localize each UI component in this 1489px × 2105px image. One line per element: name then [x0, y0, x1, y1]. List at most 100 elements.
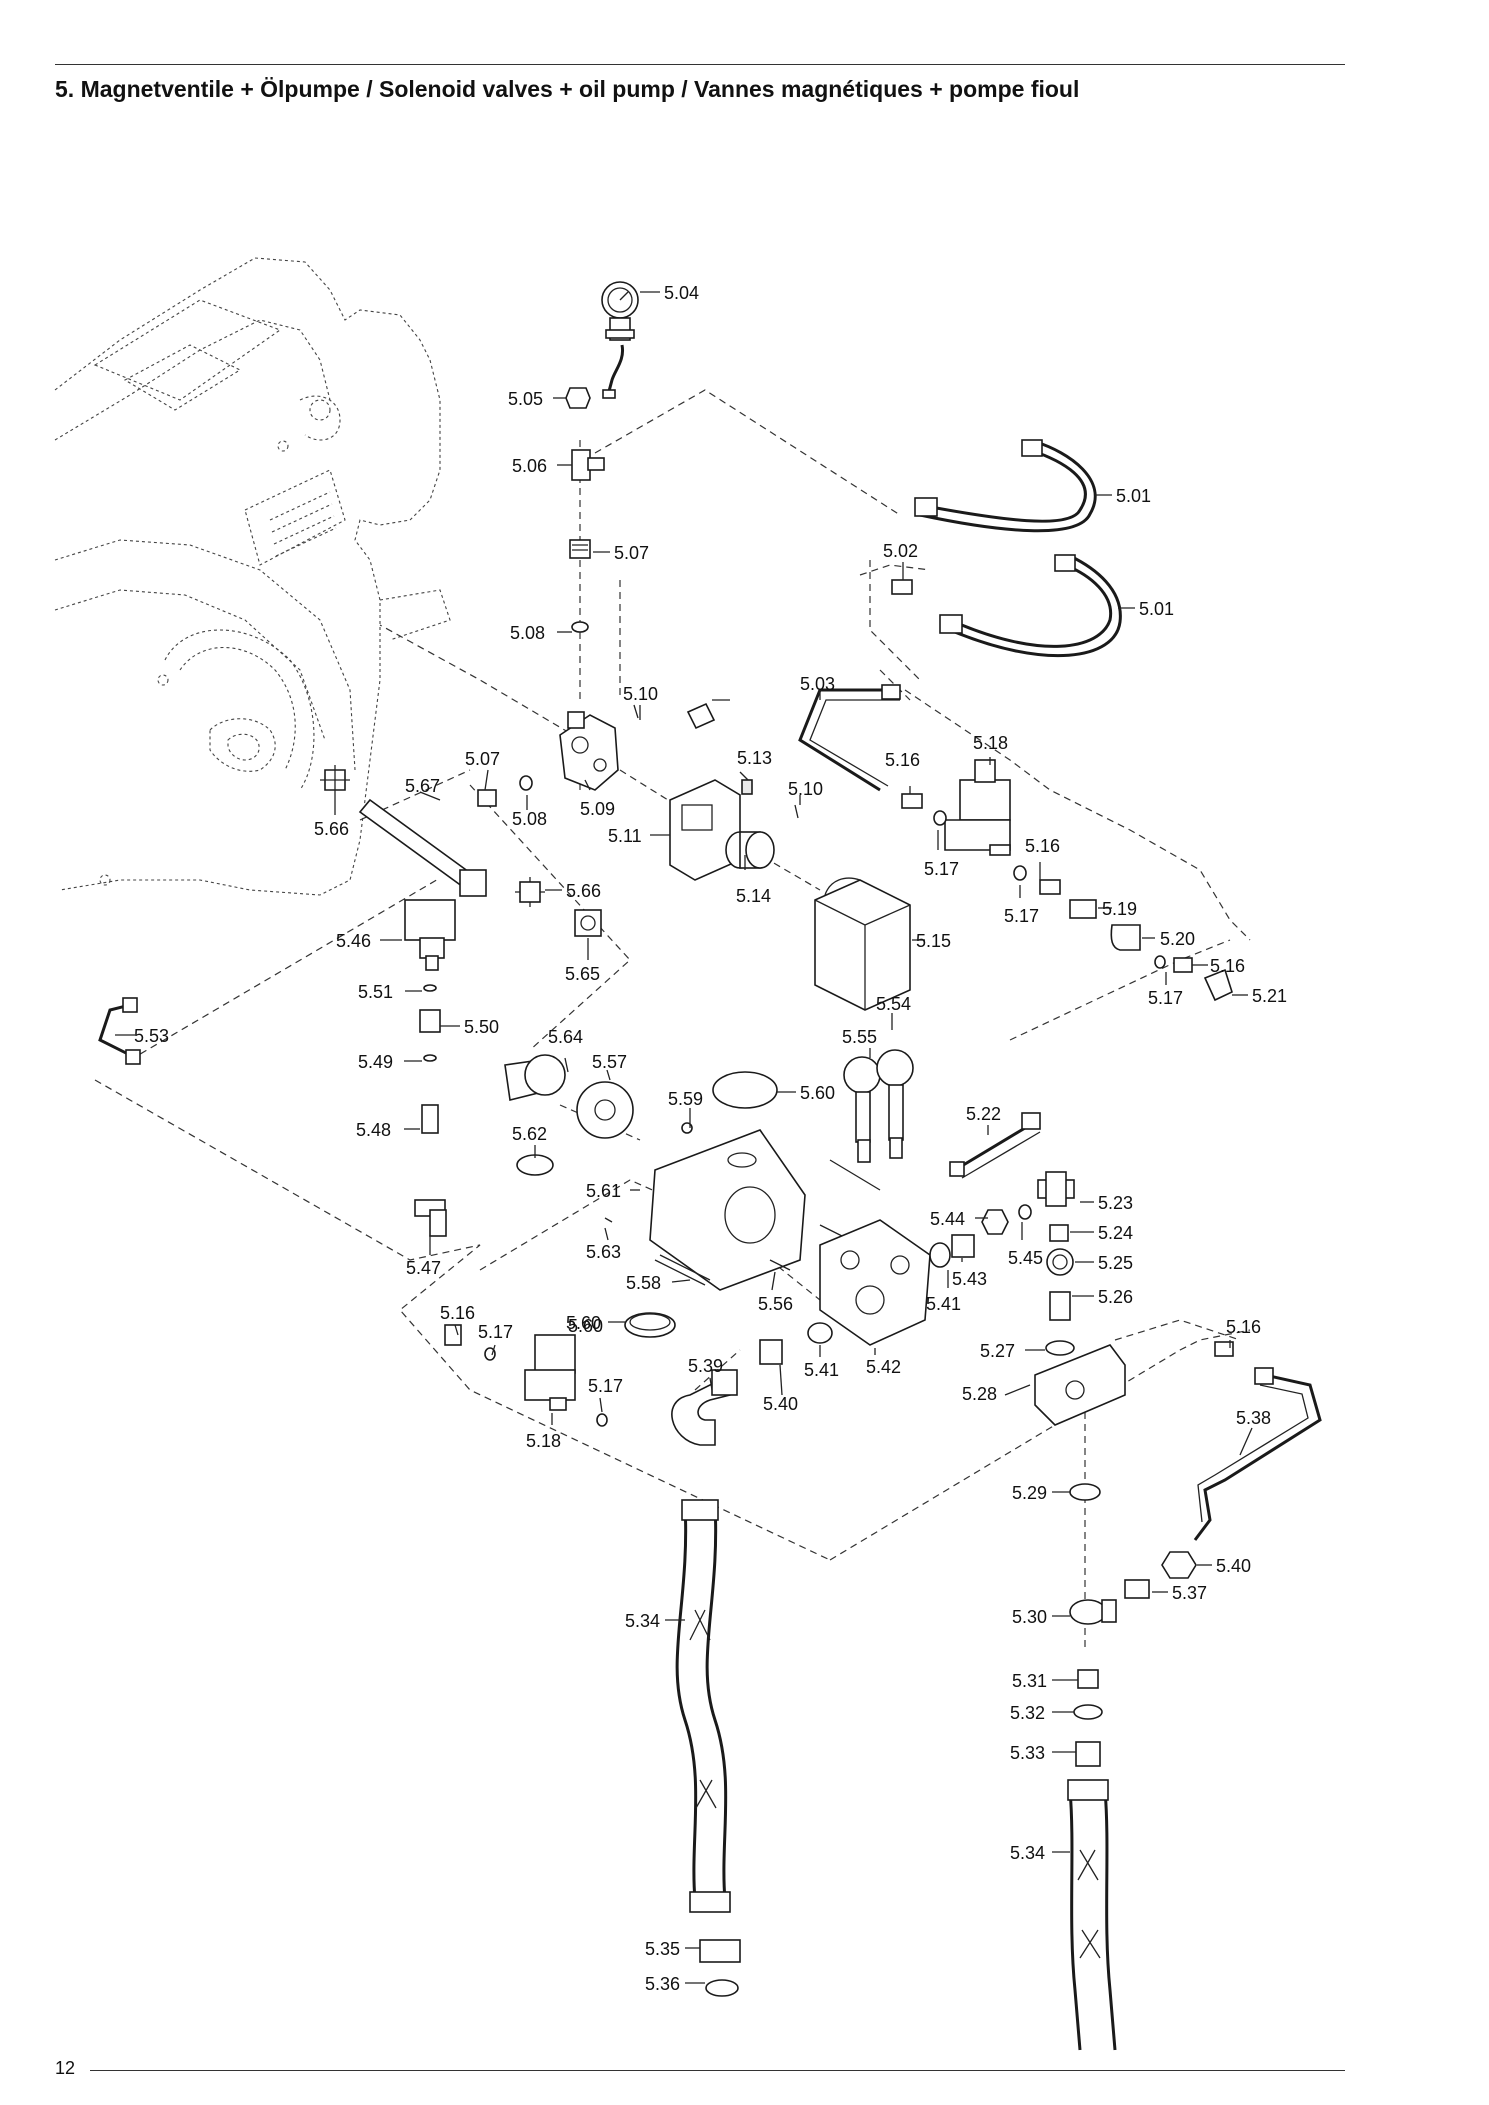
callout-label: 5.65: [565, 964, 600, 984]
washer-508-left: [519, 775, 533, 791]
sleeve-550: [419, 1009, 441, 1033]
oil-hose-501-upper: [914, 439, 1097, 533]
pipe-522: [949, 1112, 1041, 1179]
callout-label: 5.66: [566, 881, 601, 901]
cover-560-top: [712, 1071, 778, 1109]
shaft-567: [358, 798, 487, 897]
callout-labels: 5.04 5.05 5.06 5.07 5.08 5.01 5.01 5.02 …: [134, 283, 1287, 1994]
pad-block: [686, 702, 716, 730]
callout-label: 5.20: [1160, 929, 1195, 949]
nipple-516-bottom: [444, 1324, 462, 1346]
pump-509: [559, 711, 619, 791]
nut-505: [565, 387, 591, 409]
nipple-531: [1077, 1669, 1099, 1689]
callout-label: 5.02: [883, 541, 918, 561]
callout-label: 5.08: [510, 623, 545, 643]
nipple-516-far: [1214, 1341, 1234, 1357]
callout-label: 5.67: [405, 776, 440, 796]
tee-523: [1037, 1171, 1075, 1207]
callout-label: 5.14: [736, 886, 771, 906]
callout-label: 5.16: [440, 1303, 475, 1323]
callout-label: 5.57: [592, 1052, 627, 1072]
washer-517-mid: [1013, 865, 1027, 881]
oring-527: [1045, 1340, 1075, 1356]
callout-label: 5.39: [688, 1356, 723, 1376]
nipple-540: [759, 1339, 783, 1365]
hose-534-left: [675, 1499, 731, 1913]
callout-label: 5.18: [973, 733, 1008, 753]
pipe-553: [98, 997, 141, 1065]
callout-label: 5.27: [980, 1341, 1015, 1361]
leader-lines: [115, 291, 1253, 1984]
callout-label: 5.01: [1116, 486, 1151, 506]
page-number: 12: [55, 2058, 76, 2078]
nipple-548: [421, 1104, 439, 1134]
callout-label: 5.54: [876, 994, 911, 1014]
nipple-502: [891, 579, 913, 595]
page-title: 5. Magnetventile + Ölpumpe / Solenoid va…: [55, 76, 1080, 102]
pump-gear-557: [576, 1081, 634, 1139]
callout-label: 5.31: [1012, 1671, 1047, 1691]
screw-563: [604, 1217, 613, 1223]
callout-label: 5.56: [758, 1294, 793, 1314]
callout-label: 5.05: [508, 389, 543, 409]
callout-label: 5.08: [512, 809, 547, 829]
pump-cover-564: [504, 1054, 566, 1101]
nipple-507-top: [569, 539, 591, 559]
callout-label: 5.04: [664, 283, 699, 303]
callout-label: 5.41: [926, 1294, 961, 1314]
clip-513: [741, 779, 753, 795]
callout-label: 5.16: [1025, 836, 1060, 856]
callout-label: 5.40: [763, 1394, 798, 1414]
callout-label: 5.32: [1010, 1703, 1045, 1723]
callout-label: 5.41: [804, 1360, 839, 1380]
oring-536: [705, 1979, 739, 1997]
callout-label: 5.19: [1102, 899, 1137, 919]
oil-pipe-503: [798, 684, 901, 792]
nut-540-right: [1161, 1551, 1197, 1579]
washer-545: [1018, 1204, 1032, 1220]
callout-label: 5.06: [512, 456, 547, 476]
callout-label: 5.34: [1010, 1843, 1045, 1863]
callout-label: 5.11: [608, 826, 642, 846]
coupling-565: [574, 909, 602, 937]
callout-label: 5.63: [586, 1242, 621, 1262]
callout-label: 5.37: [1172, 1583, 1207, 1603]
oil-hose-501-lower: [939, 554, 1122, 658]
callout-label: 5.55: [842, 1027, 877, 1047]
callout-label: 5.45: [1008, 1248, 1043, 1268]
callout-label: 5.46: [336, 931, 371, 951]
callout-label: 5.10: [788, 779, 823, 799]
callout-label: 5.38: [1236, 1408, 1271, 1428]
callout-label: 5.48: [356, 1120, 391, 1140]
oil-pump-542: [819, 1219, 931, 1346]
oring-532: [1073, 1704, 1103, 1720]
pin-556: [769, 1259, 791, 1271]
pin-510: [633, 704, 799, 819]
callout-label: 5.16: [885, 750, 920, 770]
callout-label: 5.17: [1148, 988, 1183, 1008]
callout-label: 5.21: [1252, 986, 1287, 1006]
nipple-516-right: [1173, 957, 1193, 973]
gauges-554-555: [843, 1049, 914, 1163]
callout-label: 5.49: [358, 1052, 393, 1072]
coupling-566-bottom: [515, 877, 545, 907]
callout-label: 5.64: [548, 1027, 583, 1047]
header-rule: [55, 64, 1345, 65]
callout-label: 5.24: [1098, 1223, 1133, 1243]
coupling-514: [725, 831, 775, 869]
nut-525: [1046, 1248, 1074, 1276]
hose-534-right: [1067, 1779, 1117, 2051]
pipe-538: [1193, 1367, 1322, 1541]
assembly-lines: [94, 389, 1251, 1650]
nipple-507-left: [477, 789, 497, 807]
callout-label: 5.60: [566, 1313, 601, 1333]
callout-label: 5.62: [512, 1124, 547, 1144]
callout-label: 5.15: [916, 931, 951, 951]
callout-label: 5.17: [1004, 906, 1039, 926]
callout-label: 5.22: [966, 1104, 1001, 1124]
callout-label: 5.43: [952, 1269, 987, 1289]
callout-label: 5.59: [668, 1089, 703, 1109]
callout-label: 5.28: [962, 1384, 997, 1404]
oring-529: [1069, 1483, 1101, 1501]
